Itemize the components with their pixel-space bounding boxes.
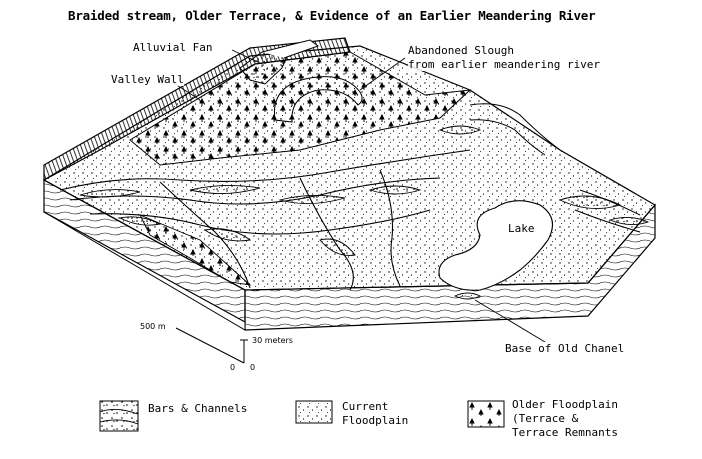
legend-older-1: Older Floodplain bbox=[512, 398, 618, 411]
right-braids bbox=[469, 103, 641, 233]
scale-origin-a: 0 bbox=[230, 363, 236, 372]
channel-bars bbox=[79, 125, 650, 256]
label-abandoned-slough-1: Abandoned Slough bbox=[408, 44, 514, 57]
bar-4 bbox=[203, 228, 252, 242]
diagram-title: Braided stream, Older Terrace, & Evidenc… bbox=[68, 8, 596, 23]
channel-3 bbox=[89, 209, 431, 235]
legend-older-2: (Terrace & bbox=[512, 412, 579, 425]
legend-current-1: Current bbox=[342, 400, 389, 413]
legend-swatch-bars bbox=[99, 400, 139, 432]
abandoned-slough bbox=[273, 76, 363, 123]
scale-origin-b: 0 bbox=[250, 363, 256, 372]
older-terrace-upper bbox=[129, 51, 472, 166]
legend-older-3: Terrace Remnants bbox=[512, 426, 618, 439]
bar-1 bbox=[79, 189, 141, 198]
lake bbox=[438, 200, 554, 291]
bar-2 bbox=[189, 184, 261, 195]
bar-6 bbox=[118, 216, 162, 226]
older-terrace-lower bbox=[139, 214, 252, 286]
bar-8 bbox=[438, 125, 482, 135]
legend-swatch-current bbox=[295, 400, 333, 424]
leader-abandoned-slough bbox=[359, 57, 406, 91]
leader-alluvial-fan bbox=[231, 49, 263, 65]
label-abandoned-slough-2: from earlier meandering river bbox=[408, 58, 601, 71]
label-lake: Lake bbox=[508, 222, 535, 235]
old-channel-base bbox=[453, 292, 482, 300]
scale-horizontal-label: 500 m bbox=[140, 322, 166, 331]
scale-horizontal bbox=[175, 327, 245, 364]
fan-canyon bbox=[261, 39, 320, 59]
front-left-base bbox=[43, 211, 246, 331]
legend-swatches bbox=[99, 400, 505, 432]
bar-10 bbox=[608, 217, 650, 225]
legend-swatch-older bbox=[467, 400, 505, 428]
channel-main bbox=[59, 149, 471, 191]
label-alluvial-fan: Alluvial Fan bbox=[133, 41, 213, 54]
label-base-old-channel: Base of Old Chanel bbox=[505, 342, 625, 355]
channel-2 bbox=[69, 177, 441, 205]
leader-base-old-channel bbox=[474, 299, 546, 343]
bar-7 bbox=[368, 185, 422, 195]
bar-5 bbox=[319, 238, 356, 256]
scale-vertical-label: 30 meters bbox=[252, 336, 293, 345]
label-valley-wall: Valley Wall bbox=[111, 73, 184, 86]
legend-current-2: Floodplain bbox=[342, 414, 409, 427]
legend-bars-channels: Bars & Channels bbox=[148, 402, 248, 415]
bar-3 bbox=[278, 194, 346, 205]
scale-bar bbox=[175, 327, 248, 364]
